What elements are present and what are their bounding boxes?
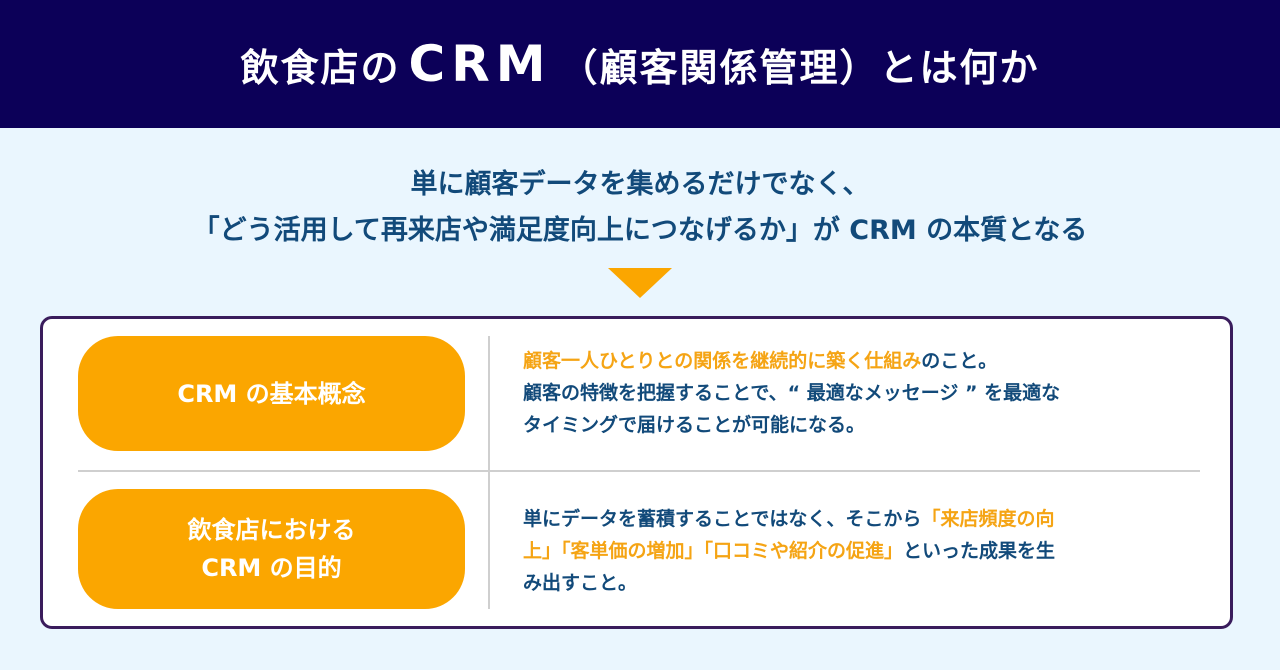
vertical-divider (488, 336, 490, 609)
title-crm: CRM (408, 35, 552, 93)
highlight-text: 上」「客単価の増加」「口コミや紹介の促進」 (523, 540, 904, 562)
description-text: 単にデータを蓄積することではなく、そこから (523, 508, 922, 530)
description-line: 単にデータを蓄積することではなく、そこから「来店頻度の向 (523, 503, 1223, 535)
title-prefix: 飲食店の (240, 46, 401, 90)
subtitle-line-1: 単に顧客データを集めるだけでなく、 (410, 169, 870, 200)
description-text: のこと。 (921, 350, 998, 372)
down-arrow-icon (608, 268, 672, 298)
label-text-line-1: 飲食店における (187, 516, 356, 544)
description-text: といった成果を生 (903, 540, 1056, 562)
subtitle-line-2: 「どう活用して再来店や満足度向上につなげるか」が CRM の本質となる (192, 215, 1088, 246)
description-line: 上」「客単価の増加」「口コミや紹介の促進」といった成果を生 (523, 535, 1223, 567)
description-line: 顧客の特徴を把握することで、“ 最適なメッセージ ” を最適な (523, 382, 1061, 404)
crm-info-panel: CRM の基本概念 顧客一人ひとりとの関係を継続的に築く仕組みのこと。 顧客の特… (40, 316, 1233, 629)
subtitle: 単に顧客データを集めるだけでなく、 「どう活用して再来店や満足度向上につなげるか… (0, 162, 1280, 254)
horizontal-divider (78, 470, 1200, 472)
description-line: タイミングで届けることが可能になる。 (523, 414, 866, 436)
label-restaurant-purpose: 飲食店における CRM の目的 (78, 489, 465, 609)
description-basic-concept: 顧客一人ひとりとの関係を継続的に築く仕組みのこと。 顧客の特徴を把握することで、… (523, 345, 1223, 441)
label-text: CRM の基本概念 (177, 379, 366, 408)
description-line: 顧客一人ひとりとの関係を継続的に築く仕組みのこと。 (523, 345, 1223, 377)
highlight-text: 「来店頻度の向 (921, 508, 1055, 530)
description-restaurant-purpose: 単にデータを蓄積することではなく、そこから「来店頻度の向 上」「客単価の増加」「… (523, 503, 1223, 599)
highlight-text: 顧客一人ひとりとの関係を継続的に築く仕組み (523, 350, 922, 372)
label-basic-concept: CRM の基本概念 (78, 336, 465, 451)
label-text-line-2: CRM の目的 (201, 554, 342, 582)
title-suffix: （顧客関係管理）とは何か (559, 46, 1040, 90)
description-line: み出すこと。 (523, 572, 638, 594)
